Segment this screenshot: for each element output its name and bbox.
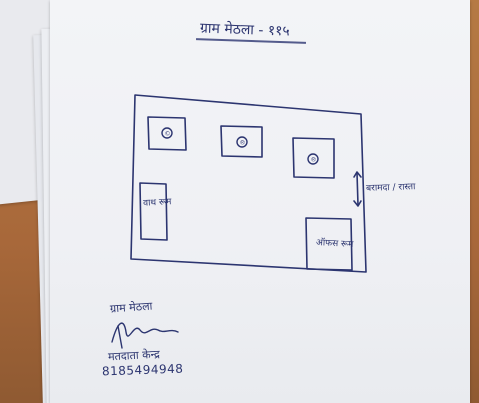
signature-scribble bbox=[117, 325, 123, 349]
left-room-label: वाथ रूम bbox=[142, 197, 172, 209]
room-box-3 bbox=[292, 137, 335, 179]
bottom-room-box bbox=[305, 217, 353, 271]
left-room-box bbox=[139, 182, 168, 241]
side-arrow bbox=[356, 172, 359, 206]
room-marker-3 bbox=[307, 153, 319, 165]
building-outline bbox=[130, 94, 367, 273]
side-arrow-head bbox=[353, 200, 362, 207]
room-box-2 bbox=[220, 125, 263, 158]
room-marker-label-1: © bbox=[165, 131, 171, 138]
signature-name: ग्राम मेठला bbox=[109, 299, 153, 316]
room-marker-label-2: ® bbox=[240, 140, 246, 147]
phone-number: 8185494948 bbox=[101, 361, 184, 379]
room-marker-1 bbox=[161, 127, 173, 139]
side-note-label: बरामदा / रास्ता bbox=[365, 182, 416, 194]
room-marker-label-3: ® bbox=[311, 157, 317, 164]
side-arrow-head bbox=[353, 171, 362, 178]
room-box-1 bbox=[147, 116, 187, 151]
room-marker-2 bbox=[236, 136, 248, 148]
bottom-room-label: ऑफस रूम bbox=[315, 238, 354, 250]
signature-scribble bbox=[111, 322, 179, 343]
